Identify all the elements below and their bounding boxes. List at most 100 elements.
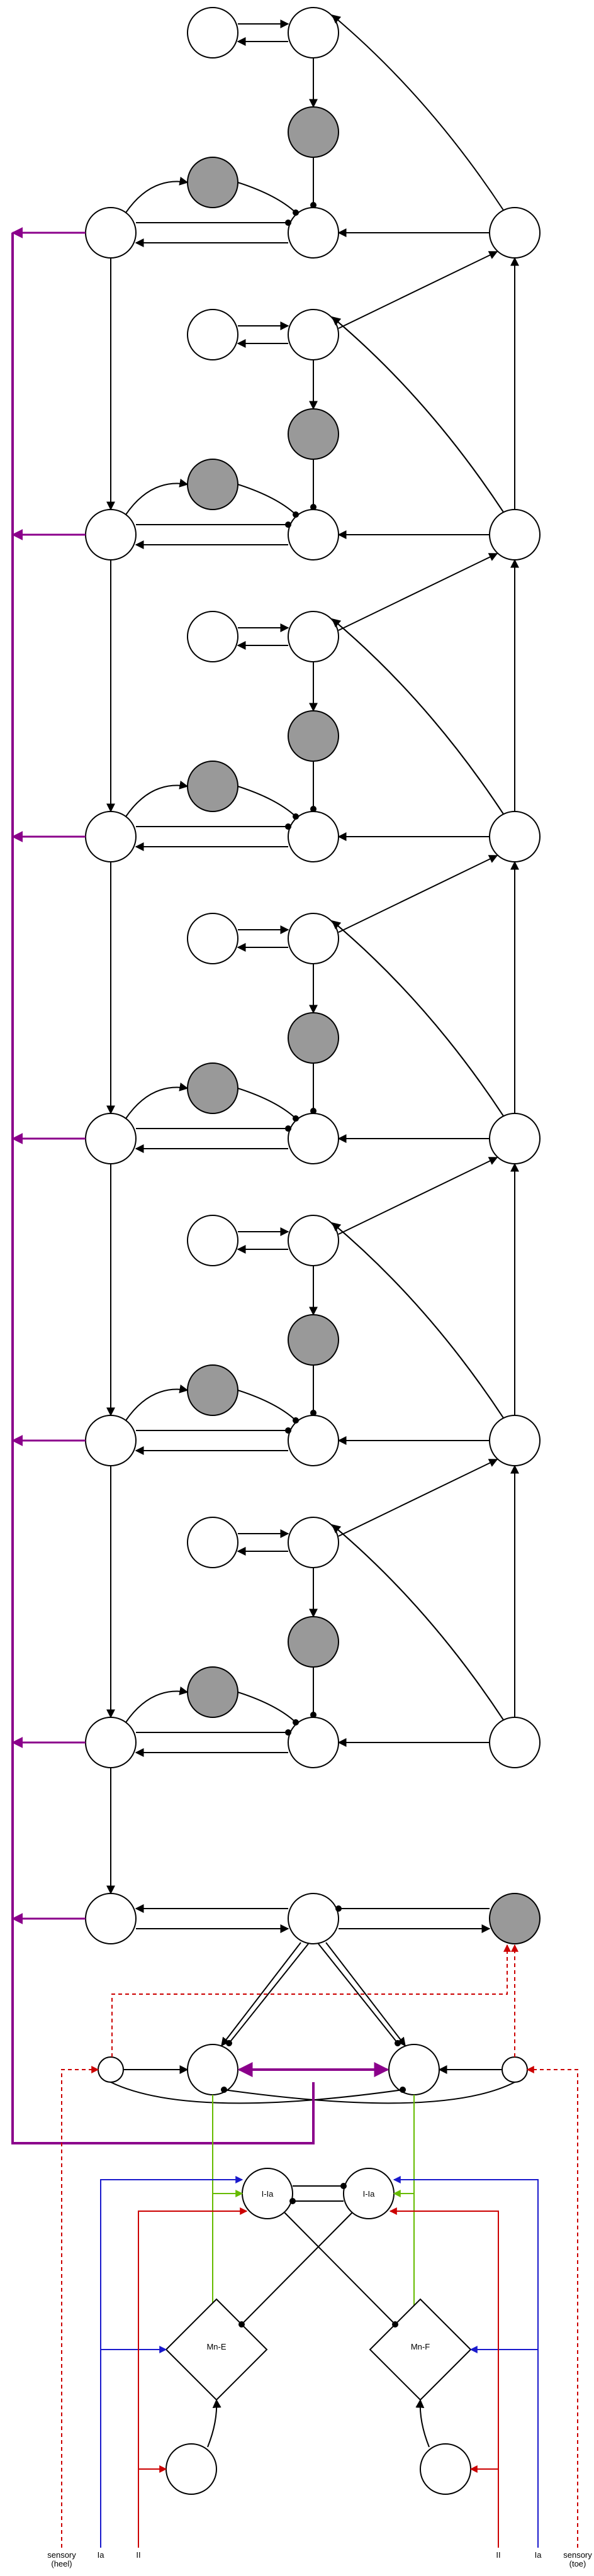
grey-side-to-center-edge: [237, 1088, 299, 1122]
cpg-module: [11, 7, 541, 513]
bottom-right-neuron: [489, 811, 541, 862]
left-to-grey-side-edge: [125, 1082, 189, 1119]
bottom-center-neuron: [288, 1113, 339, 1164]
right-to-top-edge: [331, 1222, 504, 1419]
iia-left-to-mnf: [284, 2212, 398, 2328]
right-rg-neuron: [388, 2044, 440, 2095]
left-small-to-right-rg-arc: [110, 2082, 406, 2104]
cpg-module: [11, 913, 541, 1419]
final-center-neuron: [288, 1893, 339, 1944]
grey-side-neuron: [187, 1364, 238, 1416]
top-right-neuron: [288, 1517, 339, 1568]
left-rg-neuron: [187, 2044, 238, 2095]
motor-flexor-label: Mn-F: [411, 2342, 430, 2351]
right-to-top-edge: [331, 1524, 504, 1720]
bottom-left-neuron: [85, 811, 137, 862]
input-ii-right-label: II: [496, 2550, 500, 2560]
sensory-toe-line: [526, 2066, 578, 2548]
bottom-right-neuron: [489, 207, 541, 259]
diagram-labels: I-Ia I-Ia Mn-E Mn-F sensory(heel) Ia II …: [47, 2189, 592, 2568]
right-small-to-left-rg-arc: [221, 2082, 515, 2104]
bottom-right-neuron: [489, 509, 541, 560]
input-sensory-heel-label: sensory(heel): [47, 2550, 76, 2568]
small-right-to-mnf: [415, 2399, 430, 2448]
right-to-top-edge: [331, 316, 504, 513]
center-to-left-rg-1: [221, 1942, 301, 2047]
bottom-left-neuron: [85, 1113, 137, 1164]
right-to-top-edge: [331, 14, 504, 211]
input-sensory-toe-label: sensory(toe): [563, 2550, 592, 2568]
right-to-next-top-edge: [331, 618, 504, 815]
top-left-neuron: [187, 7, 238, 59]
top-left-neuron: [187, 1517, 238, 1568]
bottom-left-neuron: [85, 207, 137, 259]
left-to-grey-side-edge: [125, 780, 189, 817]
bottom-center-neuron: [288, 1717, 339, 1768]
grey-side-neuron: [187, 1062, 238, 1114]
grey-side-to-center-edge: [237, 182, 299, 216]
left-to-grey-side-edge: [125, 478, 189, 515]
center-to-right-rg-1: [325, 1942, 406, 2047]
bottom-left-neuron: [85, 1717, 137, 1768]
bottom-right-neuron: [489, 1415, 541, 1466]
grey-side-to-center-edge: [237, 1390, 299, 1424]
grey-inhibitory-neuron: [288, 106, 339, 158]
bottom-center-neuron: [288, 207, 339, 259]
grey-side-neuron: [187, 761, 238, 812]
bottom-right-neuron: [489, 1113, 541, 1164]
left-to-grey-side-edge: [125, 1686, 189, 1723]
bottom-center-neuron: [288, 509, 339, 560]
top-left-neuron: [187, 611, 238, 662]
bottom-center-neuron: [288, 1415, 339, 1466]
right-to-next-top-edge: [331, 1524, 504, 1720]
top-to-right-edge: [338, 251, 498, 329]
grey-side-to-center-edge: [237, 786, 299, 820]
cpg-module: [11, 611, 541, 1117]
top-right-neuron: [288, 309, 339, 360]
top-to-right-edge: [338, 1157, 498, 1235]
input-ii-left-label: II: [136, 2550, 140, 2560]
cpg-modules: [11, 7, 541, 1768]
descending-bus: [11, 233, 315, 2144]
bottom-right-neuron: [489, 1717, 541, 1768]
left-small-neuron: [98, 2056, 124, 2083]
input-ia-right-label: Ia: [535, 2550, 542, 2560]
iia-right-to-mne: [238, 2212, 353, 2328]
top-right-neuron: [288, 7, 339, 59]
input-ia-left-label: Ia: [98, 2550, 105, 2560]
ia-left-to-iia: [100, 2176, 244, 2548]
final-left-neuron: [85, 1893, 137, 1944]
grey-inhibitory-neuron: [288, 1012, 339, 1064]
right-to-next-top-edge: [331, 920, 504, 1117]
center-to-right-rg-2: [318, 1943, 401, 2046]
top-to-right-edge: [338, 553, 498, 631]
top-to-right-edge: [338, 855, 498, 933]
small-left-to-mne: [207, 2399, 221, 2448]
right-to-next-top-edge: [331, 316, 504, 513]
right-to-next-top-edge: [331, 1222, 504, 1419]
top-right-neuron: [288, 1215, 339, 1266]
final-module: [11, 1768, 541, 1944]
left-to-grey-side-edge: [125, 1384, 189, 1421]
left-to-grey-side-edge: [125, 176, 189, 213]
top-left-neuron: [187, 309, 238, 360]
grey-side-neuron: [187, 459, 238, 510]
interneuron-left-label: I-Ia: [262, 2189, 274, 2199]
center-to-left-rg-2: [226, 1943, 309, 2046]
right-to-top-edge: [331, 920, 504, 1117]
ia-right-to-iia: [393, 2176, 539, 2548]
final-grey-neuron: [489, 1893, 541, 1944]
motor-extensor-label: Mn-E: [206, 2342, 226, 2351]
bottom-left-neuron: [85, 509, 137, 560]
interneuron-right-label: I-Ia: [363, 2189, 376, 2199]
top-right-neuron: [288, 611, 339, 662]
right-to-top-edge: [331, 618, 504, 815]
grey-inhibitory-neuron: [288, 1314, 339, 1366]
reflex-circuit: [11, 233, 578, 2548]
sensory-heel-line: [61, 2066, 99, 2548]
bottom-center-neuron: [288, 811, 339, 862]
grey-side-neuron: [187, 1666, 238, 1718]
cpg-module: [11, 1517, 541, 1768]
bottom-left-small-neuron: [165, 2443, 217, 2495]
